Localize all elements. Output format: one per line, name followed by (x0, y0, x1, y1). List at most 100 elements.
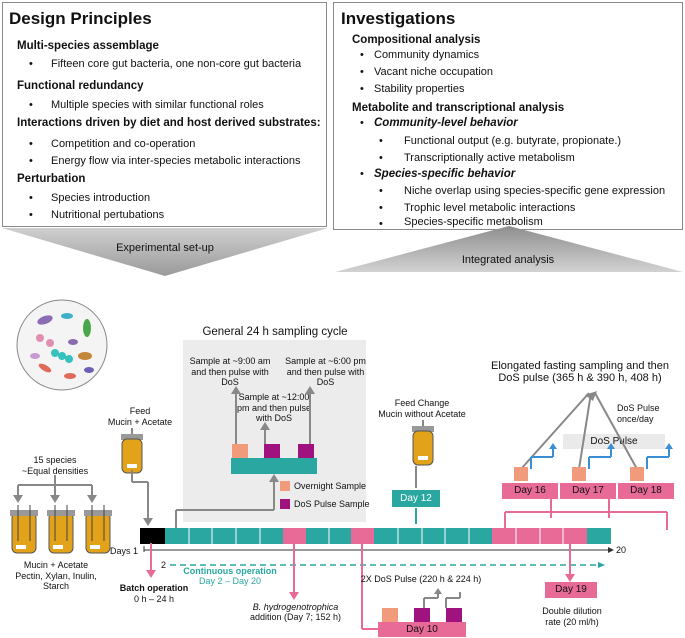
day10-pulse-2 (446, 608, 462, 622)
bullet: • (379, 135, 383, 147)
bullet: • (379, 202, 383, 214)
integrated-analysis-label: Integrated analysis (461, 254, 555, 266)
fasting-connectors (504, 498, 668, 530)
sample-noon-label: Sample at ~12:00 pm and then pulse with … (236, 392, 312, 423)
double-pulse-arrows (423, 588, 461, 608)
item-stability: Stability properties (374, 83, 465, 95)
heading-species-specific: Species-specific behavior (374, 168, 516, 180)
item-transcriptionally-active: Transcriptionally active metabolism (404, 152, 575, 164)
days-start-label: Days 1 (110, 546, 139, 556)
inoculum-connector (13, 475, 97, 503)
day10-pulse-1 (414, 608, 430, 622)
heading-perturbation: Perturbation (17, 173, 86, 185)
heading-functional-redundancy: Functional redundancy (17, 80, 144, 92)
double-dilution-label: Double dilution rate (20 ml/h) (542, 606, 602, 627)
bhydro-arrow (289, 543, 299, 600)
dos-pulse-marker-pm (298, 444, 314, 458)
bullet: • (29, 209, 33, 221)
sample-pm-label: Sample at ~6:00 pm and then pulse with D… (285, 356, 366, 387)
experimental-setup-label: Experimental set-up (116, 242, 214, 254)
dos-pulse-bar: DoS Pulse (563, 434, 665, 449)
feed-mucin-acetate-label: Feed Mucin + Acetate (107, 406, 173, 427)
day-axis (143, 546, 614, 568)
day19-box: Day 19 (545, 582, 597, 598)
investigations-title: Investigations (341, 9, 456, 28)
bullet: • (29, 155, 33, 167)
legend-pulse-label: DoS Pulse Sample (294, 499, 370, 509)
legend-overnight-swatch (280, 481, 290, 491)
double-pulse-label: 2X DoS Pulse (220 h & 224 h) (360, 574, 482, 584)
cycle-arrows (231, 386, 315, 446)
feed-connector (131, 470, 153, 526)
bullet: • (379, 152, 383, 164)
continuous-operation-range: Day 2 – Day 20 (198, 576, 262, 586)
bullet: • (379, 185, 383, 197)
bullet: • (360, 168, 364, 180)
day10-box: Day 10 (378, 622, 466, 637)
design-principles-panel: Design Principles Multi-species assembla… (2, 2, 327, 227)
bullet: • (29, 192, 33, 204)
sample-am-label: Sample at ~9:00 am and then pulse with D… (189, 356, 271, 387)
bullet: • (360, 66, 364, 78)
item-community-dynamics: Community dynamics (374, 49, 480, 61)
cycle-day-bar (231, 458, 317, 474)
bhydro-species: B. hydrogenotrophica (252, 602, 339, 612)
timeline-bar (140, 528, 611, 544)
day18-box: Day 18 (618, 483, 674, 499)
feed-change-bottle-icon (412, 420, 434, 466)
feed-bottle-icon (121, 428, 143, 474)
sampling-cycle-title: General 24 h sampling cycle (202, 326, 348, 338)
bullet: • (29, 58, 33, 70)
design-principles-title: Design Principles (9, 9, 152, 28)
day17-sample (572, 467, 586, 481)
item-competition: Competition and co-operation (51, 138, 196, 150)
day17-box: Day 17 (560, 483, 616, 499)
day18-sample (630, 467, 644, 481)
heading-compositional: Compositional analysis (352, 34, 481, 46)
bullet: • (360, 49, 364, 61)
day2-label: 2 (161, 560, 167, 570)
day19-arrow (565, 543, 575, 582)
heading-multispecies: Multi-species assemblage (17, 40, 159, 52)
overnight-sample-marker (232, 444, 248, 458)
item-multiple-species: Multiple species with similar functional… (51, 99, 264, 111)
legend-pulse-swatch (280, 499, 290, 509)
feed-change-label: Feed Change Mucin without Acetate (378, 398, 466, 419)
day16-box: Day 16 (502, 483, 558, 499)
investigations-panel: Investigations Compositional analysis • … (333, 2, 683, 230)
item-fifteen-core: Fifteen core gut bacteria, one non-core … (51, 58, 302, 70)
fasting-title: Elongated fasting sampling and then DoS … (491, 360, 669, 384)
fasting-arrows (520, 391, 673, 470)
item-functional-output: Functional output (e.g. butyrate, propio… (404, 135, 622, 147)
day20-label: 20 (616, 545, 627, 555)
batch-operation-range: 0 h – 24 h (133, 594, 175, 604)
integrated-analysis-arrow (335, 226, 683, 272)
bacteria-community-icon (16, 299, 108, 391)
bullet: • (29, 138, 33, 150)
bullet: • (379, 218, 383, 230)
item-species-metabolism: Species-specific metabolism (404, 216, 543, 228)
bullet: • (360, 117, 364, 129)
batch-arrow (146, 543, 156, 578)
dos-pulse-marker-am (264, 444, 280, 458)
item-niche-overlap: Niche overlap using species-specific gen… (404, 185, 666, 197)
experimental-setup-arrow (2, 228, 328, 276)
item-trophic: Trophic level metabolic interactions (404, 202, 576, 214)
day12-connector (415, 466, 417, 524)
bhydro-detail: addition (Day 7; 152 h) (249, 612, 342, 622)
day16-sample (514, 467, 528, 481)
bullet: • (29, 99, 33, 111)
bioreactor-icons (10, 505, 112, 554)
item-vacant-niche: Vacant niche occupation (374, 66, 494, 78)
day10-overnight-sample (382, 608, 398, 622)
day12-box: Day 12 (392, 490, 440, 507)
cycle-connector (175, 474, 279, 528)
item-species-introduction: Species introduction (51, 192, 151, 204)
batch-operation-title: Batch operation (119, 583, 189, 593)
item-nutritional: Nutritional pertubations (51, 209, 165, 221)
media-label: Mucin + Acetate Pectin, Xylan, Inulin, S… (15, 560, 97, 591)
heading-community-level: Community-level behavior (374, 117, 518, 129)
bullet: • (360, 83, 364, 95)
legend-overnight-label: Overnight Sample (294, 481, 367, 491)
heading-interactions: Interactions driven by diet and host der… (17, 117, 321, 129)
